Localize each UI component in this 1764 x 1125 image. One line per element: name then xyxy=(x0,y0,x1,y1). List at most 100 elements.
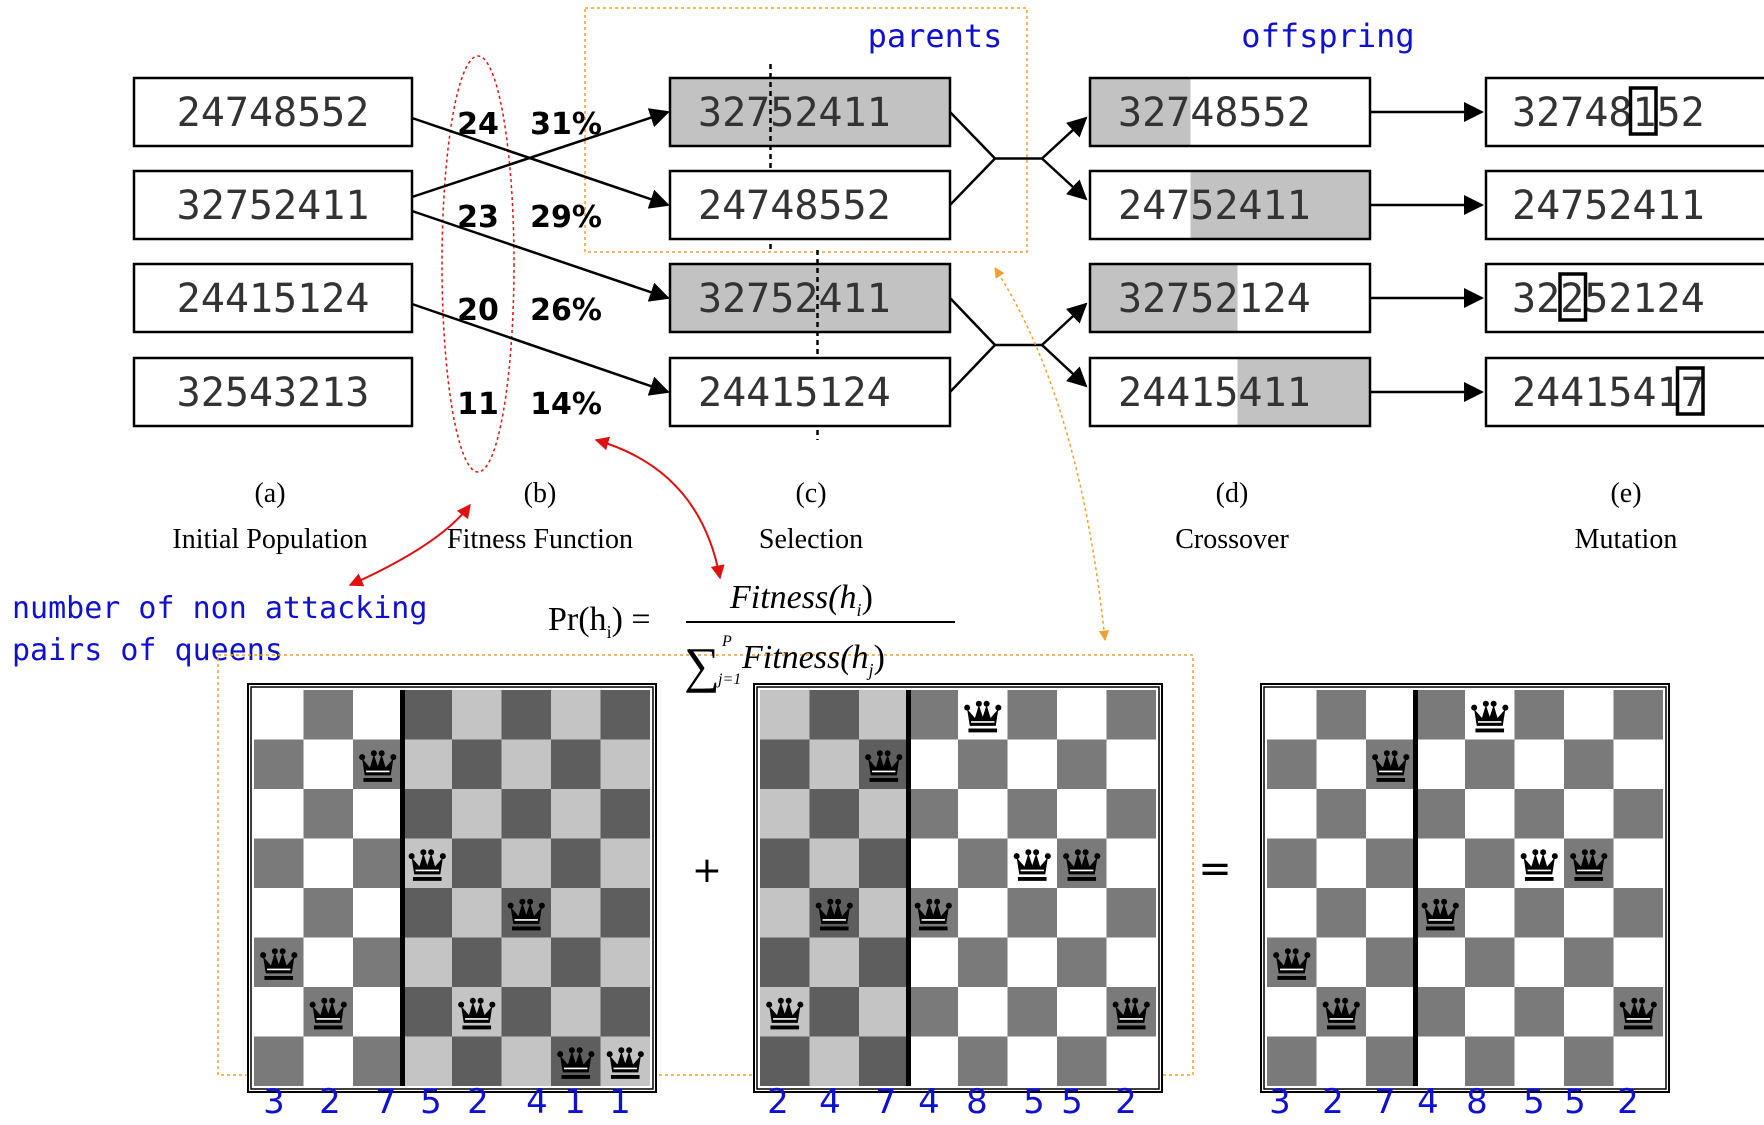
board-digit: 5 xyxy=(1023,1082,1045,1122)
caption-crossover: Crossover xyxy=(1175,524,1289,555)
board-square xyxy=(810,690,860,740)
board-square xyxy=(353,839,403,889)
board-square xyxy=(1416,690,1466,740)
board-square xyxy=(1008,789,1058,839)
board-square xyxy=(452,888,502,938)
board-square xyxy=(1057,690,1107,740)
offspring-item: 32752124 xyxy=(1090,264,1370,332)
board-square xyxy=(403,690,453,740)
orange-arrow-parents-boards xyxy=(995,268,1105,640)
board-digit: 5 xyxy=(420,1082,442,1122)
population-item: 32543213 xyxy=(134,358,412,426)
board-square xyxy=(551,690,601,740)
board-square xyxy=(1107,789,1157,839)
board-square xyxy=(859,888,909,938)
board-square xyxy=(1317,1037,1367,1087)
formula-denominator-sub: j xyxy=(867,660,874,680)
board-square xyxy=(1057,789,1107,839)
board-square xyxy=(601,938,651,988)
board-square xyxy=(810,938,860,988)
svg-text:Fitness(hi): Fitness(hi) xyxy=(729,579,873,620)
board-square xyxy=(1008,938,1058,988)
mutated-item: 24415417 xyxy=(1370,358,1764,426)
board-square xyxy=(551,740,601,790)
board-square xyxy=(760,740,810,790)
board-square xyxy=(1057,938,1107,988)
caption-letter-a: (a) xyxy=(254,478,285,509)
chromosome-string: 32748552 xyxy=(1118,90,1311,136)
crossover-fork xyxy=(950,298,1086,392)
board-square xyxy=(1465,839,1515,889)
board-square xyxy=(304,938,354,988)
fitness-percent: 29% xyxy=(530,200,602,235)
population-item: 24415124 xyxy=(134,264,412,332)
board-square xyxy=(452,690,502,740)
board-square xyxy=(1465,938,1515,988)
board-square xyxy=(1317,938,1367,988)
board-square xyxy=(1564,789,1614,839)
board-digit: 5 xyxy=(1564,1082,1586,1122)
population-item: 24748552 xyxy=(134,78,412,146)
board-digit: 8 xyxy=(966,1082,988,1122)
chromosome-string: 24415124 xyxy=(698,370,891,416)
board-square xyxy=(452,1037,502,1087)
board-square xyxy=(1008,888,1058,938)
equals-operator: = xyxy=(1198,846,1232,892)
board-square xyxy=(353,987,403,1037)
caption-mutation: Mutation xyxy=(1575,524,1678,555)
caption-fitness-function: Fitness Function xyxy=(447,524,633,555)
parents-label: parents xyxy=(868,17,1003,55)
board-square xyxy=(859,690,909,740)
formula-numerator: Fitness(h xyxy=(729,579,857,616)
board-square xyxy=(1515,1037,1565,1087)
board-square xyxy=(353,789,403,839)
caption-letter-e: (e) xyxy=(1610,478,1641,509)
board-square xyxy=(1057,1037,1107,1087)
board-square xyxy=(958,888,1008,938)
offspring-label: offspring xyxy=(1241,17,1414,55)
board-square xyxy=(1366,789,1416,839)
board-square xyxy=(810,789,860,839)
board-square xyxy=(909,839,959,889)
svg-text:Pr(hi) =: Pr(hi) = xyxy=(548,601,651,642)
board-square xyxy=(1515,690,1565,740)
selection-probability-formula: Pr(hi) = Fitness(hi) ∑ P j=1 Fitness(hj) xyxy=(548,579,955,693)
board-square xyxy=(551,789,601,839)
board-digit: 1 xyxy=(609,1082,631,1122)
board-digit: 4 xyxy=(819,1082,841,1122)
board-digit: 1 xyxy=(564,1082,586,1122)
formula-numerator-close: ) xyxy=(862,579,873,616)
board-square xyxy=(1366,987,1416,1037)
board-digit: 2 xyxy=(1322,1082,1344,1122)
board-square xyxy=(1465,1037,1515,1087)
formula-denominator: Fitness(h xyxy=(741,639,869,676)
board-square xyxy=(1515,888,1565,938)
chessboard: 32752411 xyxy=(248,684,656,1122)
board-square xyxy=(909,987,959,1037)
offspring-item: 24752411 xyxy=(1090,171,1370,239)
formula-lhs: Pr(h xyxy=(548,601,607,638)
board-square xyxy=(1515,740,1565,790)
board-square xyxy=(601,789,651,839)
fitness-note-line1: number of non attacking xyxy=(12,591,427,626)
board-square xyxy=(1107,888,1157,938)
board-digit: 8 xyxy=(1466,1082,1488,1122)
board-square xyxy=(1564,938,1614,988)
board-square xyxy=(403,888,453,938)
board-square xyxy=(760,1037,810,1087)
board-square xyxy=(1416,938,1466,988)
board-square xyxy=(254,888,304,938)
mutated-item: 24752411 xyxy=(1370,171,1764,239)
board-square xyxy=(1614,740,1664,790)
board-square xyxy=(551,938,601,988)
board-square xyxy=(502,789,552,839)
mutated-item: 32748152 xyxy=(1370,78,1764,146)
board-square xyxy=(452,938,502,988)
board-square xyxy=(452,839,502,889)
board-square xyxy=(909,938,959,988)
board-square xyxy=(304,839,354,889)
board-square xyxy=(1416,1037,1466,1087)
board-square xyxy=(502,740,552,790)
